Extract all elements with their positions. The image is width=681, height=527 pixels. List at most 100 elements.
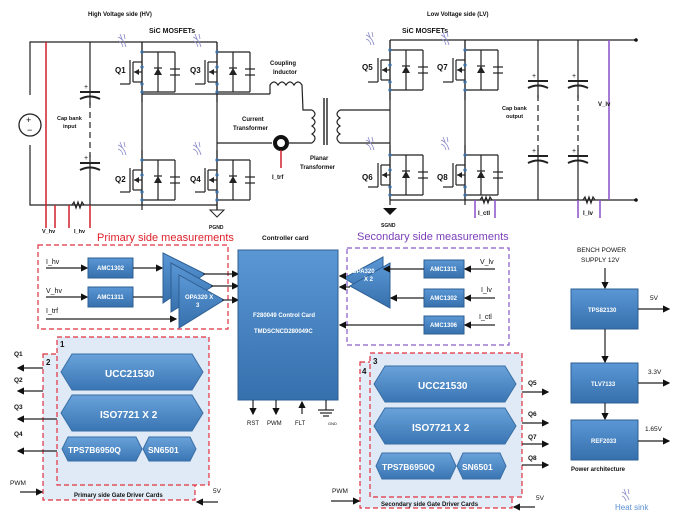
pin-gnd: GND [328, 421, 337, 426]
sec-iso7721-chip [373, 407, 517, 445]
secondary-chip-tps7b6950q: TPS7B6950Q [382, 462, 435, 472]
primary-out-q4: Q4 [14, 431, 23, 438]
controller-card: Controller card F280049 Control Card TMD… [237, 235, 339, 427]
i-ctl-label: I_ctl [478, 211, 490, 217]
coupling-inductor-label-1: Coupling [270, 61, 296, 67]
label-q5: Q5 [362, 63, 373, 72]
tlv7133-out: 3.3V [648, 369, 662, 376]
secondary-out-q7: Q7 [528, 434, 537, 441]
label-q6: Q6 [362, 173, 373, 182]
primary-chip-sn6501: SN6501 [148, 445, 179, 455]
secondary-chip-sn6501: SN6501 [462, 462, 493, 472]
mosfet-q6-icon [365, 136, 429, 206]
primary-pwm-label: PWM [10, 480, 26, 487]
secondary-chip-ucc21530: UCC21530 [418, 381, 468, 392]
v-lv-label: V_lv [598, 102, 611, 108]
dc-source-icon [18, 113, 42, 137]
primary-out-q2: Q2 [14, 377, 23, 384]
controller-line2: TMDSCNCD280049C [254, 329, 313, 335]
amc1311-label: AMC1311 [97, 295, 124, 301]
planar-transformer-label-1: Planar [310, 156, 329, 162]
cap-bank-input-label-1: Cap bank [57, 116, 83, 122]
mosfet-q2-icon [117, 141, 181, 211]
secondary-gate-driver-cards: 3 4 UCC21530 ISO7721 X 2 TPS7B6950Q SN65… [331, 352, 550, 511]
secondary-card-4-number: 4 [362, 367, 367, 376]
controller-block [237, 249, 339, 401]
tps82130-block [570, 288, 639, 330]
mosfet-q4-icon [192, 141, 256, 211]
planar-transformer-icon [310, 109, 316, 144]
cap-bank-output-label-1: Cap bank [502, 106, 528, 112]
svg-text:+: + [26, 115, 31, 125]
label-q7: Q7 [437, 63, 448, 72]
label-q3: Q3 [190, 66, 201, 75]
primary-card-1-number: 1 [60, 340, 65, 349]
tps7b6950q-chip [61, 436, 143, 462]
secondary-5v-label: 5V [536, 495, 545, 502]
amc1302-sec-label: AMC1302 [430, 296, 458, 302]
tlv7133-label: TLV7133 [591, 382, 616, 388]
secondary-opamp-label-2: X 2 [364, 277, 374, 283]
primary-meas-title: Primary side measurements [97, 232, 234, 244]
v-hv-label: V_hv [42, 229, 56, 235]
bench-supply-label-1: BENCH POWER [577, 247, 626, 254]
secondary-chip-iso7721: ISO7721 X 2 [412, 423, 470, 434]
label-q1: Q1 [115, 66, 126, 75]
current-transformer-label-1: Current [242, 117, 264, 123]
primary-gate-driver-cards: 1 2 UCC21530 ISO7721 X 2 TPS7B6950Q SN65… [10, 336, 222, 506]
primary-out-q3: Q3 [14, 404, 23, 411]
ucc21530-chip [60, 353, 204, 391]
pin-pwm: PWM [267, 421, 282, 427]
primary-chip-ucc21530: UCC21530 [105, 369, 155, 380]
secondary-out-q5: Q5 [528, 380, 537, 387]
secondary-out-q8: Q8 [528, 455, 537, 462]
power-architecture: BENCH POWER SUPPLY 12V TPS82130 5V TLV71… [570, 247, 671, 473]
secondary-meas-title: Secondary side measurements [357, 231, 509, 243]
mosfet-q7-icon [440, 31, 504, 101]
amc1311-sec-label: AMC1311 [430, 267, 457, 273]
secondary-pwm-label: PWM [332, 488, 348, 495]
pgnd-label: PGND [209, 225, 224, 231]
ref2033-label: REF2033 [591, 439, 617, 445]
hv-mosfets-label: SiC MOSFETs [149, 28, 195, 35]
primary-input-i-trf: I_trf [46, 308, 58, 315]
secondary-input-i-lv: I_lv [481, 287, 492, 294]
heat-sink-label: Heat sink [615, 503, 649, 512]
secondary-input-v-lv: V_lv [480, 259, 494, 266]
tps82130-out: 5V [650, 295, 659, 302]
secondary-input-i-ctl: I_ctl [479, 314, 492, 321]
svg-text:−: − [27, 125, 32, 135]
secondary-out-q6: Q6 [528, 411, 537, 418]
iso7721-chip [60, 394, 204, 432]
primary-opamp-label-1: OPA320 X [185, 295, 213, 301]
secondary-card-3-number: 3 [373, 357, 378, 366]
sgnd-label: SGND [381, 223, 396, 229]
primary-measurements: Primary side measurements I_hv V_hv I_tr… [37, 232, 240, 330]
secondary-opamp-label-1: OPA320 [352, 269, 375, 275]
label-q8: Q8 [437, 173, 448, 182]
hv-title: High Voltage side (HV) [88, 12, 152, 18]
i-lv-label: I_lv [583, 211, 594, 217]
amc1306-sec-label: AMC1306 [430, 323, 458, 329]
pin-flt: FLT [295, 421, 306, 427]
lv-mosfets-label: SiC MOSFETs [402, 28, 448, 35]
power-arch-caption: Power architecture [571, 467, 626, 473]
sec-ucc21530-chip [373, 365, 517, 403]
mosfet-q1-icon [117, 33, 181, 103]
cap-bank-input-label-2: input [63, 124, 77, 130]
current-transformer-label-2: Transformer [233, 126, 269, 132]
sn6501-chip [142, 436, 197, 462]
ref2033-out: 1.65V [645, 426, 663, 433]
sec-sn6501-chip [456, 452, 507, 480]
ref2033-block [570, 419, 639, 461]
i-trf-label: I_trf [272, 175, 284, 181]
label-q4: Q4 [190, 175, 201, 184]
power-stage: High Voltage side (HV) Low Voltage side … [18, 12, 638, 235]
i-hv-label: I_hv [74, 229, 86, 235]
primary-gd-caption: Primary side Gate Driver Cards [74, 493, 163, 499]
mosfet-q5-icon [365, 31, 429, 101]
label-q2: Q2 [115, 175, 126, 184]
primary-5v-label: 5V [213, 488, 222, 495]
sec-tps7b6950q-chip [375, 452, 457, 480]
